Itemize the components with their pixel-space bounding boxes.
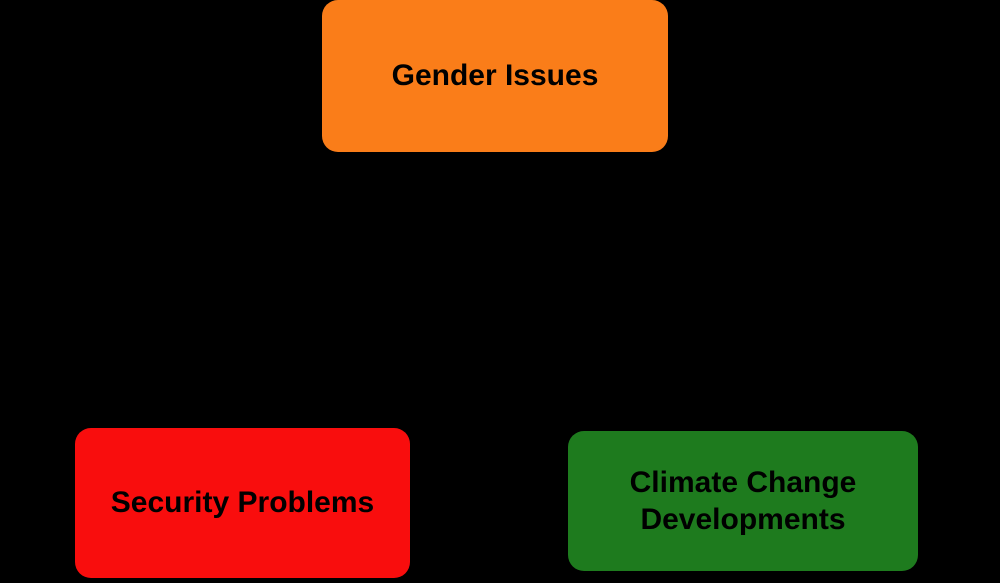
node-security-problems: Security Problems	[75, 428, 410, 578]
node-gender-issues: Gender Issues	[322, 0, 668, 152]
node-security-problems-label: Security Problems	[110, 486, 375, 520]
node-climate-change-developments: Climate Change Developments	[568, 431, 918, 571]
node-climate-change-developments-label: Climate Change Developments	[629, 465, 857, 537]
node-gender-issues-label: Gender Issues	[391, 59, 599, 93]
